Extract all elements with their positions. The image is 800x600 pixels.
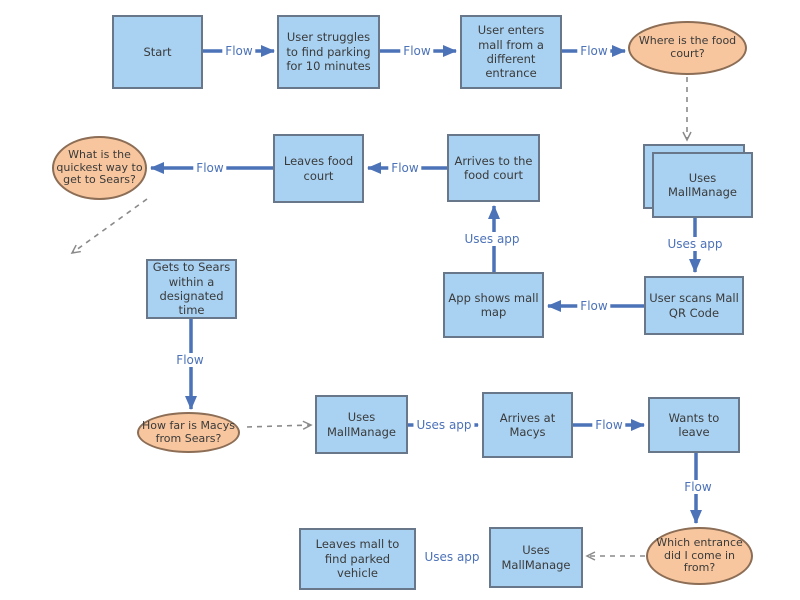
node-leaves-food-court[interactable]: Leaves food court <box>273 134 364 203</box>
node-label: What is the quickest way to get to Sears… <box>56 148 143 187</box>
node-gets-to-sears[interactable]: Gets to Sears within a designated time <box>146 259 237 319</box>
node-label: Uses MallManage <box>326 410 397 439</box>
node-uses-mallmanage-2[interactable]: Uses MallManage <box>315 395 408 454</box>
edge-label-flow: Flow <box>173 353 207 367</box>
node-label: Leaves food court <box>283 154 354 183</box>
node-user-scans-qr[interactable]: User scans Mall QR Code <box>644 276 744 335</box>
edge-label-uses-app: Uses app <box>664 237 726 251</box>
edge-label-uses-app: Uses app <box>413 418 475 432</box>
node-label: Arrives at Macys <box>499 410 556 439</box>
node-user-enters-mall[interactable]: User enters mall from a different entran… <box>460 15 562 89</box>
node-uses-mallmanage-stack-front[interactable]: Uses MallManage <box>652 152 753 218</box>
edge-label-flow: Flow <box>400 44 434 58</box>
decision-where-food-court[interactable]: Where is the food court? <box>628 21 747 75</box>
node-label: Where is the food court? <box>638 34 737 60</box>
node-wants-to-leave[interactable]: Wants to leave <box>648 397 740 453</box>
node-label: Arrives to the food court <box>454 153 533 182</box>
decision-how-far-macys[interactable]: How far is Macys from Sears? <box>137 412 240 453</box>
node-label: Wants to leave <box>668 410 720 439</box>
decision-quickest-way-sears[interactable]: What is the quickest way to get to Sears… <box>52 136 147 200</box>
edge-label-flow: Flow <box>222 44 256 58</box>
node-arrives-food-court[interactable]: Arrives to the food court <box>447 134 540 202</box>
edge-label-flow: Flow <box>193 161 227 175</box>
node-label: How far is Macys from Sears? <box>142 418 235 445</box>
edge-label-uses-app: Uses app <box>461 232 523 246</box>
node-user-struggles-parking[interactable]: User struggles to find parking for 10 mi… <box>277 15 380 89</box>
edge-label-flow: Flow <box>681 480 715 494</box>
node-uses-mallmanage-3[interactable]: Uses MallManage <box>489 527 583 588</box>
edge-howfar-mm2-dashed <box>246 420 313 430</box>
node-start[interactable]: Start <box>112 15 203 89</box>
node-label: Uses MallManage <box>667 170 738 199</box>
edge-label-flow: Flow <box>388 161 422 175</box>
node-label: App shows mall map <box>448 290 539 319</box>
decision-which-entrance[interactable]: Which entrance did I come in from? <box>646 527 753 585</box>
node-label: Gets to Sears within a designated time <box>152 260 231 318</box>
node-label: Start <box>143 44 172 59</box>
node-label: User struggles to find parking for 10 mi… <box>286 30 371 74</box>
edge-label-flow: Flow <box>577 44 611 58</box>
edge-label-flow: Flow <box>577 299 611 313</box>
node-label: User scans Mall QR Code <box>649 291 739 320</box>
edge-label-uses-app: Uses app <box>421 550 483 564</box>
edge-label-flow: Flow <box>592 418 626 432</box>
node-arrives-at-macys[interactable]: Arrives at Macys <box>482 392 573 458</box>
node-app-shows-mall-map[interactable]: App shows mall map <box>443 272 544 338</box>
edge-quickest-out-dashed <box>70 198 148 254</box>
node-label: User enters mall from a different entran… <box>477 23 545 81</box>
node-label: Leaves mall to find parked vehicle <box>315 537 400 581</box>
node-leaves-mall[interactable]: Leaves mall to find parked vehicle <box>299 528 416 590</box>
node-label: Uses MallManage <box>501 543 571 572</box>
node-label: Which entrance did I come in from? <box>656 536 743 575</box>
